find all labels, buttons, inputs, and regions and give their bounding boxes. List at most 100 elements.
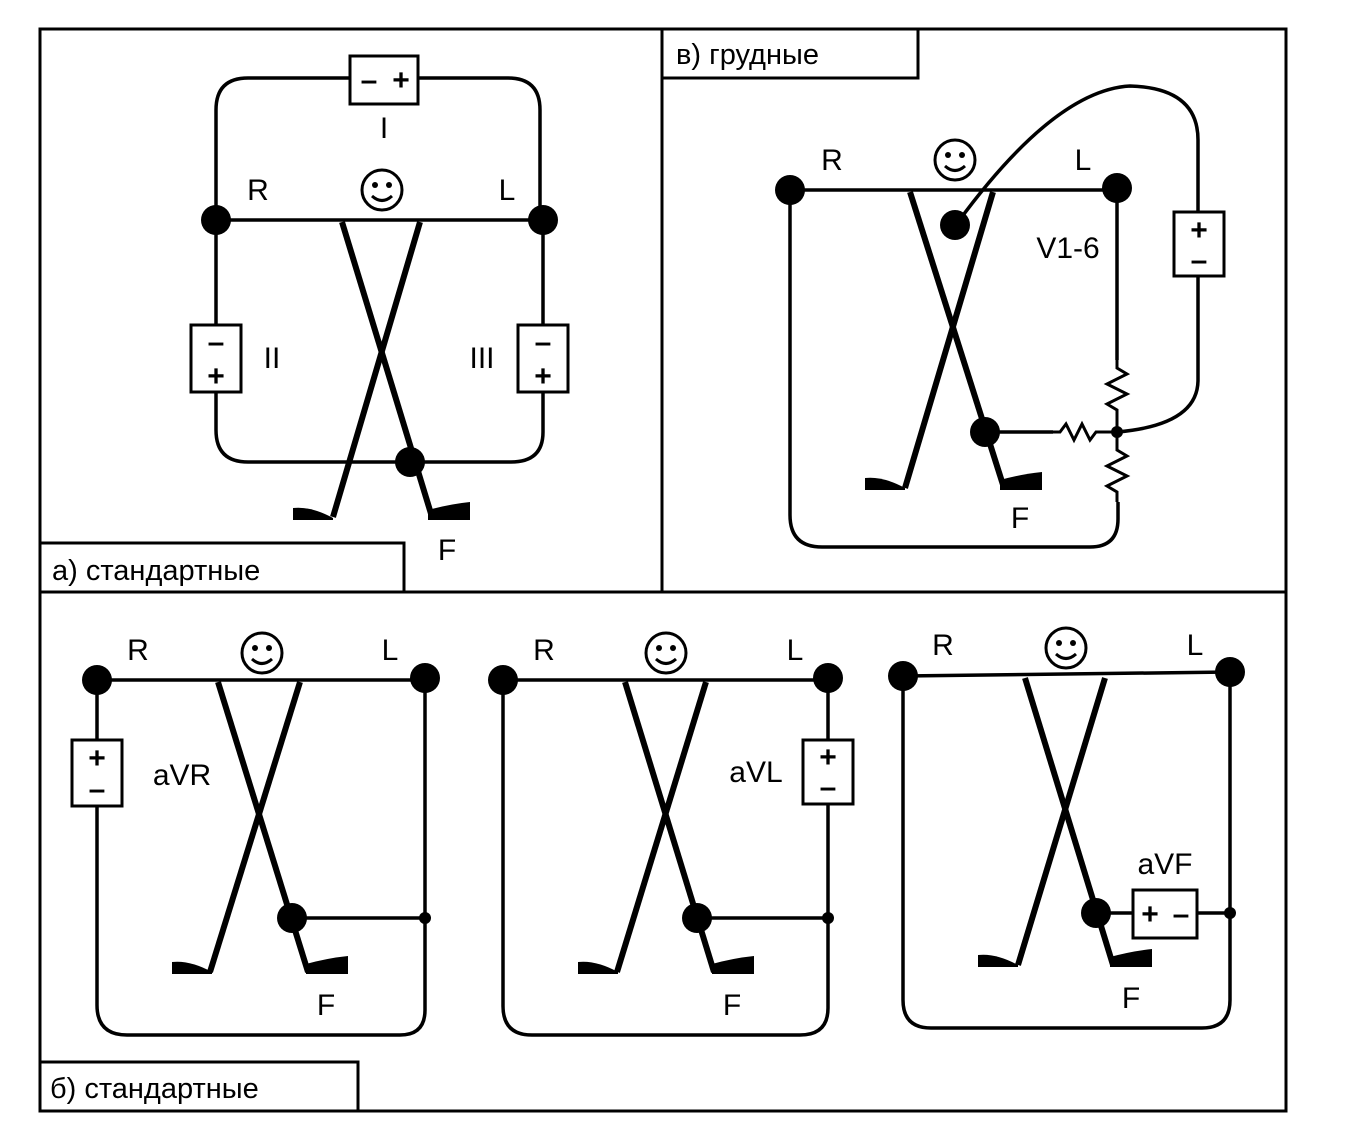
battery-lead-ii	[189, 323, 243, 394]
battery-lead-iii	[516, 323, 570, 394]
lead-iii-label: III	[469, 342, 494, 375]
wire-junction-battery	[1116, 276, 1200, 434]
smiley-face-icon	[1044, 626, 1088, 670]
foot-icon	[865, 477, 905, 490]
foot-icon	[1110, 949, 1152, 967]
battery-lead-avf	[1131, 888, 1199, 940]
electrode-dot-icon	[813, 663, 843, 693]
lead-avr-label: aVR	[153, 759, 211, 792]
lead-avr-minus: –	[89, 773, 106, 806]
leg-left	[902, 191, 996, 489]
wire-left-lower	[214, 392, 410, 464]
lead-ii-plus: +	[207, 360, 225, 393]
wire-top-left	[214, 76, 350, 220]
battery-lead-avr	[70, 738, 124, 808]
foot-icon	[306, 956, 348, 974]
panel-a-caption: а) стандартные	[52, 555, 260, 587]
wire-loop	[501, 680, 830, 1037]
foot-icon	[172, 961, 212, 974]
lead-iii-minus: –	[535, 326, 552, 359]
lead-iii-plus: +	[534, 360, 552, 393]
electrode-dot-icon	[1102, 173, 1132, 203]
electrode-l-label: L	[499, 174, 516, 207]
lead-avf-minus: –	[1173, 898, 1190, 931]
lead-avf-plus: +	[1141, 898, 1159, 931]
foot-icon	[578, 961, 618, 974]
panel-b-avr: + – aVR R L F	[70, 631, 440, 1037]
lead-avl-minus: –	[820, 771, 837, 804]
foot-icon	[293, 507, 333, 520]
lead-v-minus: –	[1191, 244, 1208, 277]
leg-left	[1015, 677, 1108, 966]
foot-icon	[1000, 472, 1042, 490]
foot-icon	[428, 502, 470, 520]
junction-dot	[419, 912, 431, 924]
battery-lead-avl	[801, 738, 855, 806]
electrode-dot-icon	[201, 205, 231, 235]
lead-ii-label: II	[264, 342, 281, 375]
panel-b-caption-group: б) стандартные	[38, 1060, 360, 1113]
caption-box	[660, 27, 920, 80]
electrode-r-label: R	[247, 174, 269, 207]
electrode-f-label: F	[1011, 502, 1029, 535]
caption-box	[38, 541, 406, 594]
smiley-face-icon	[240, 631, 284, 675]
arm-line	[902, 670, 1231, 678]
electrode-l-label: L	[382, 634, 399, 667]
electrode-f-label: F	[438, 534, 456, 567]
electrode-r-label: R	[533, 634, 555, 667]
electrode-l-label: L	[787, 634, 804, 667]
panel-b-caption: б) стандартные	[50, 1073, 259, 1105]
lead-i-plus: +	[392, 64, 410, 97]
resistor-f	[1053, 420, 1117, 444]
leg-left	[330, 221, 423, 518]
battery-lead-v	[1172, 210, 1226, 278]
panel-v-caption: в) грудные	[676, 39, 819, 71]
electrode-dot-icon	[970, 417, 1000, 447]
smiley-face-icon	[933, 138, 977, 182]
electrode-dot-icon	[888, 661, 918, 691]
junction-dot	[822, 912, 834, 924]
lead-i-minus: –	[361, 64, 378, 97]
leg-left	[614, 681, 709, 973]
smiley-face-icon	[644, 631, 688, 675]
electrode-dot-icon	[528, 205, 558, 235]
electrode-dot-icon	[682, 903, 712, 933]
electrode-l-label: L	[1187, 629, 1204, 662]
electrode-dot-icon	[395, 447, 425, 477]
wire-top-right	[418, 76, 542, 220]
electrode-dot-icon	[1215, 657, 1245, 687]
lead-avf-label: aVF	[1137, 848, 1192, 881]
lead-avl-plus: +	[819, 741, 837, 774]
electrode-dot-icon	[488, 665, 518, 695]
electrode-dot-icon	[410, 663, 440, 693]
smiley-face-icon	[360, 168, 404, 212]
electrode-l-label: L	[1075, 144, 1092, 177]
wire-battery-chest	[956, 84, 1200, 224]
caption-box	[38, 1060, 360, 1113]
junction-dot	[1224, 907, 1236, 919]
lead-v1-6-label: V1-6	[1036, 232, 1099, 265]
electrode-r-label: R	[127, 634, 149, 667]
electrode-dot-icon	[775, 175, 805, 205]
lead-v-plus: +	[1190, 214, 1208, 247]
electrode-r-label: R	[932, 629, 954, 662]
panel-v-chest-leads: + – V1-6 R L F в) грудные	[660, 27, 1226, 549]
battery-lead-i	[348, 54, 420, 106]
electrode-dot-icon	[82, 665, 112, 695]
lead-avr-plus: +	[88, 742, 106, 775]
electrode-dot-icon	[277, 903, 307, 933]
wire-loop	[901, 672, 1232, 1030]
lead-ii-minus: –	[208, 326, 225, 359]
electrode-f-label: F	[723, 989, 741, 1022]
electrode-dot-icon	[1081, 898, 1111, 928]
electrode-f-label: F	[1122, 982, 1140, 1015]
wire-right-lower	[410, 392, 545, 464]
chest-electrode-dot-icon	[940, 210, 970, 240]
wire-r-loop	[788, 190, 1120, 549]
leg-left	[207, 681, 303, 973]
electrode-r-label: R	[821, 144, 843, 177]
resistor-l	[1103, 360, 1131, 432]
electrode-f-label: F	[317, 989, 335, 1022]
